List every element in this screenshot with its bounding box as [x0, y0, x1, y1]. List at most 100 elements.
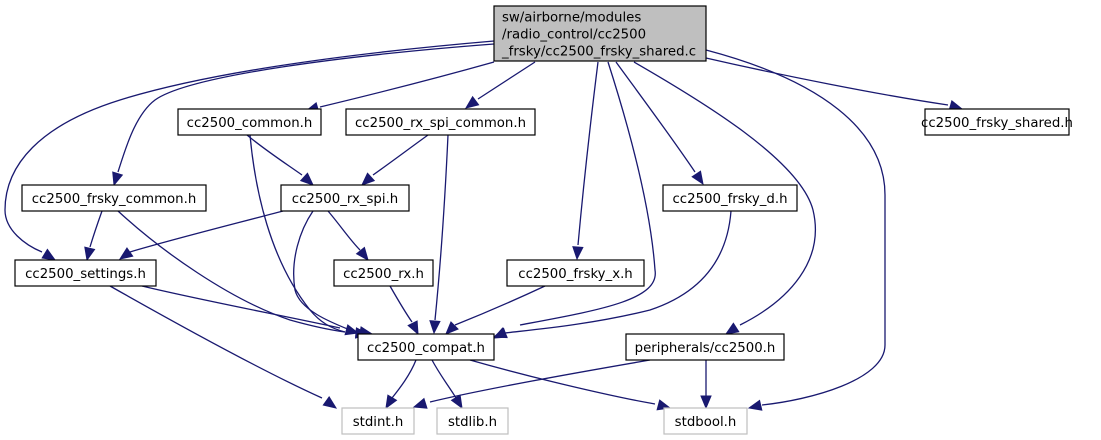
edge-line — [246, 134, 303, 176]
edge-root-to-cc2500-common — [304, 61, 495, 114]
node-stdint: stdint.h — [341, 407, 415, 435]
edge-cc2500-settings-to-stdint — [109, 285, 338, 409]
node-cc2500-rx-spi-common[interactable]: cc2500_rx_spi_common.h — [345, 108, 536, 136]
node-box — [493, 5, 707, 62]
node-stdlib: stdlib.h — [436, 407, 509, 435]
arrowhead-icon — [572, 246, 584, 261]
node-box — [924, 108, 1070, 136]
node-box — [357, 333, 495, 361]
arrowhead-icon — [41, 248, 57, 261]
node-cc2500-frsky-d[interactable]: cc2500_frsky_d.h — [662, 184, 798, 212]
arrowhead-icon — [385, 394, 398, 410]
arrowhead-icon — [412, 397, 428, 409]
node-label: cc2500_frsky_common.h — [32, 192, 197, 207]
arrowhead-icon — [724, 322, 740, 335]
edge-cc2500-frsky-d-to-cc2500-compat — [492, 210, 732, 339]
arrowhead-icon — [118, 247, 134, 260]
edge-root-to-cc2500-frsky-common — [112, 43, 495, 187]
edge-line — [319, 61, 495, 108]
edge-line — [454, 285, 546, 326]
edges-layer — [4, 40, 964, 411]
edge-line — [429, 359, 651, 403]
node-label: cc2500_frsky_x.h — [518, 267, 632, 282]
edge-cc2500-frsky-common-to-cc2500-settings — [84, 210, 103, 262]
node-label: stdint.h — [353, 415, 404, 430]
edge-cc2500-rx-spi-common-to-cc2500-compat — [429, 134, 449, 335]
node-stdbool: stdbool.h — [663, 407, 748, 435]
edge-root-to-stdbool — [705, 49, 886, 411]
edge-root-to-peripherals-cc2500 — [633, 61, 816, 335]
node-box — [436, 407, 509, 435]
edge-line — [109, 285, 323, 399]
node-box — [663, 407, 748, 435]
node-box — [14, 259, 157, 287]
edge-line — [519, 61, 656, 326]
node-cc2500-frsky-x[interactable]: cc2500_frsky_x.h — [506, 259, 645, 287]
edge-line — [633, 61, 816, 326]
node-label: cc2500_frsky_shared.h — [921, 116, 1073, 131]
edge-line — [117, 210, 346, 333]
node-label: _frsky/cc2500_frsky_shared.c — [501, 45, 696, 60]
edge-cc2500-rx-spi-to-cc2500-settings — [118, 210, 284, 260]
node-box — [333, 259, 434, 287]
node-peripherals-cc2500[interactable]: peripherals/cc2500.h — [625, 333, 785, 361]
edge-line — [293, 210, 351, 331]
edge-root-to-cc2500-frsky-d — [615, 61, 704, 186]
node-label: cc2500_settings.h — [25, 267, 146, 282]
node-label: cc2500_rx.h — [343, 267, 424, 282]
edge-line — [372, 134, 429, 176]
edge-line — [249, 134, 346, 333]
edge-root-to-cc2500-settings — [4, 40, 495, 261]
edge-line — [705, 49, 886, 406]
arrowhead-icon — [344, 324, 360, 336]
edge-line — [504, 210, 732, 334]
edge-root-to-cc2500-rx-spi-common — [464, 61, 536, 109]
node-box — [280, 184, 410, 212]
node-cc2500-settings[interactable]: cc2500_settings.h — [14, 259, 157, 287]
arrowhead-icon — [84, 246, 96, 262]
node-label: cc2500_compat.h — [367, 341, 485, 356]
node-box — [625, 333, 785, 361]
arrowhead-icon — [747, 399, 763, 411]
edge-cc2500-rx-spi-to-cc2500-rx — [327, 210, 369, 262]
edge-line — [705, 57, 949, 106]
edge-cc2500-compat-to-stdlib — [431, 359, 463, 410]
arrowhead-icon — [407, 320, 419, 336]
node-cc2500-compat[interactable]: cc2500_compat.h — [357, 333, 495, 361]
node-cc2500-frsky-shared-h[interactable]: cc2500_frsky_shared.h — [921, 108, 1073, 136]
arrowhead-icon — [361, 172, 376, 186]
arrowhead-icon — [322, 396, 338, 409]
node-label: cc2500_rx_spi_common.h — [355, 116, 526, 131]
node-box — [341, 407, 415, 435]
edge-cc2500-rx-spi-common-to-cc2500-rx-spi — [361, 134, 429, 186]
node-box — [21, 184, 207, 212]
node-label: peripherals/cc2500.h — [635, 341, 776, 356]
node-box — [662, 184, 798, 212]
edge-line — [469, 359, 656, 405]
arrowhead-icon — [450, 394, 463, 410]
edge-line — [477, 61, 536, 100]
arrowhead-icon — [700, 395, 712, 410]
node-cc2500-rx[interactable]: cc2500_rx.h — [333, 259, 434, 287]
edge-cc2500-compat-to-stdbool — [469, 359, 672, 411]
arrowhead-icon — [445, 321, 459, 335]
edge-line — [117, 43, 495, 173]
arrowhead-icon — [492, 327, 508, 339]
edge-line — [389, 285, 413, 323]
node-cc2500-rx-spi[interactable]: cc2500_rx_spi.h — [280, 184, 410, 212]
node-label: stdbool.h — [675, 415, 737, 430]
edge-line — [391, 359, 417, 399]
edge-cc2500-frsky-x-to-cc2500-compat — [445, 285, 546, 335]
node-root[interactable]: sw/airborne/modules/radio_control/cc2500… — [493, 5, 707, 62]
node-label: stdlib.h — [448, 415, 497, 430]
node-label: cc2500_frsky_d.h — [672, 192, 787, 207]
edge-cc2500-common-to-cc2500-rx-spi — [246, 134, 314, 186]
edge-line — [327, 210, 361, 251]
node-box — [177, 108, 322, 136]
node-cc2500-frsky-common[interactable]: cc2500_frsky_common.h — [21, 184, 207, 212]
edge-peripherals-cc2500-to-stdbool — [700, 360, 712, 410]
node-cc2500-common[interactable]: cc2500_common.h — [177, 108, 322, 136]
node-label: /radio_control/cc2500 — [502, 28, 646, 43]
edge-root-to-cc2500-compat — [492, 61, 656, 339]
